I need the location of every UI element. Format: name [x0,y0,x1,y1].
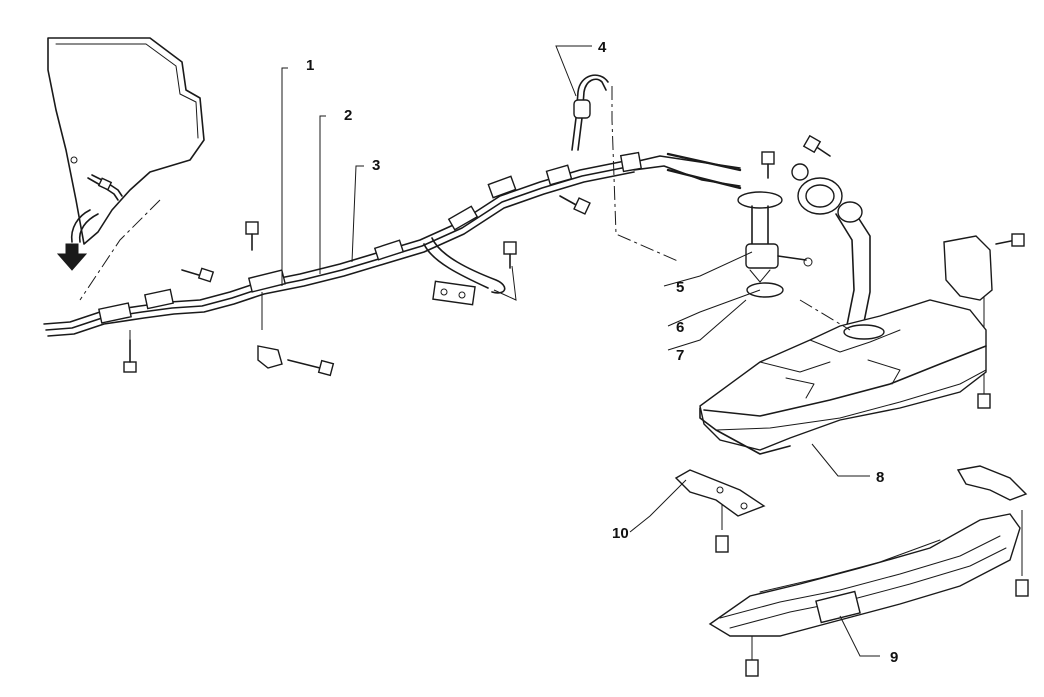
callout-10: 10 [612,525,629,542]
bolt-top-center [761,151,775,179]
callout-3: 3 [372,157,380,174]
callout-9: 9 [890,649,898,666]
filler-dash-line [799,299,851,331]
vent-tube [571,74,681,263]
bolt-clip-vertical [245,221,263,330]
callout-5: 5 [676,279,684,296]
callout-8: 8 [876,469,884,486]
callout-4: 4 [598,39,607,56]
bolt-mid-right [559,195,591,215]
callout-6: 6 [676,319,684,336]
callouts: 1 2 3 4 5 6 7 8 9 10 [306,39,898,666]
leader-lines [281,45,880,657]
skid-plate [708,465,1028,637]
bolt-top-right [802,134,831,157]
filler-neck [791,163,871,333]
callout-7: 7 [676,347,684,364]
flow-direction-arrow [56,243,88,271]
bolts [123,134,1029,677]
bolt-shield-right [1015,510,1029,597]
inlet-hose [70,174,123,243]
tank-strap-bracket [943,235,993,301]
bolt-mid [503,241,517,269]
fuel-lines [43,152,742,337]
bolt-left-horizontal [181,267,215,283]
leader-engine-to-line [79,199,161,301]
callout-2: 2 [344,107,352,124]
vapor-hose-loop [423,237,517,306]
fuel-pump-assembly [737,191,813,283]
tank-bracket [674,469,766,517]
bolt-left-vertical [123,330,137,373]
lower-bracket [257,345,335,377]
callout-1: 1 [306,57,314,74]
engine-compartment-outline [47,37,205,245]
line-clamps [98,151,643,324]
fuel-tank [699,299,987,455]
pump-gasket [746,282,784,298]
